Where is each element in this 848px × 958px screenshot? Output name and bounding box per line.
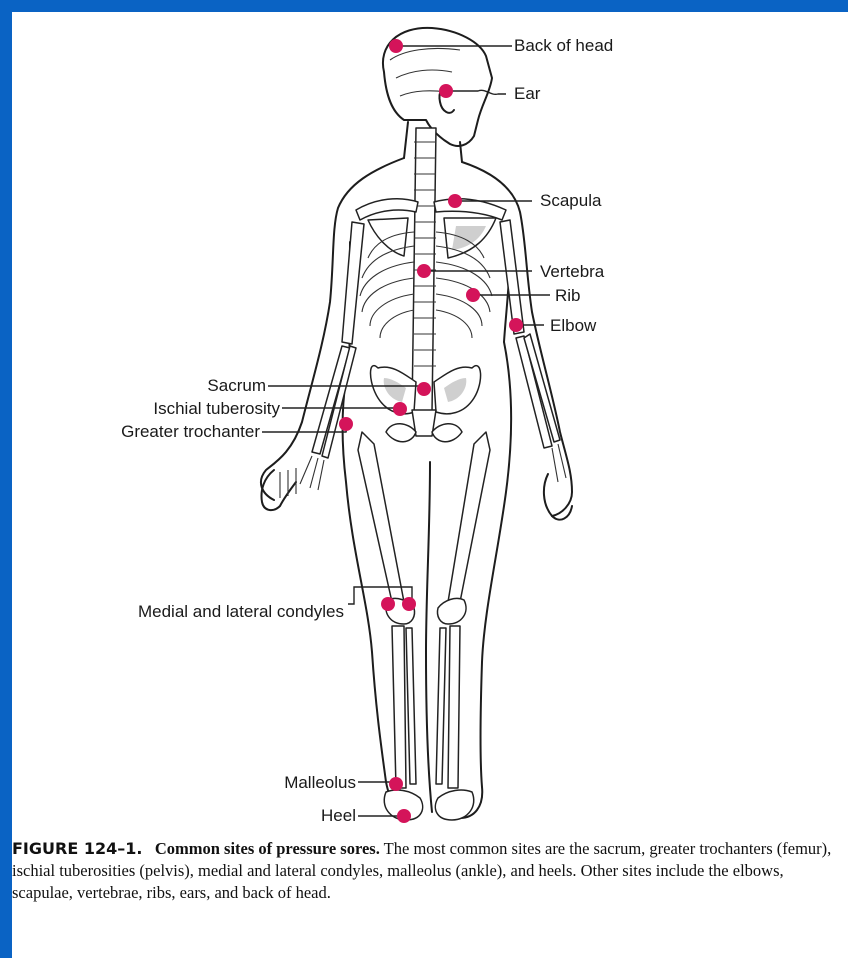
marker-rib (466, 288, 480, 302)
label-condyles: Medial and lateral condyles (32, 602, 344, 622)
marker-lateral-condyle (402, 597, 416, 611)
marker-vertebra (417, 264, 431, 278)
marker-ischial-tuberosity (393, 402, 407, 416)
marker-medial-condyle (381, 597, 395, 611)
figure-panel: Back of head Ear Scapula Vertebra Rib El… (12, 12, 848, 958)
caption-figure-label: FIGURE 124–1. (12, 839, 142, 858)
label-scapula: Scapula (540, 191, 601, 211)
label-back-of-head: Back of head (514, 36, 613, 56)
marker-heel (397, 809, 411, 823)
label-sacrum: Sacrum (112, 376, 266, 396)
marker-greater-trochanter (339, 417, 353, 431)
label-malleolus: Malleolus (212, 773, 356, 793)
label-ear: Ear (514, 84, 540, 104)
figure-caption: FIGURE 124–1. Common sites of pressure s… (12, 838, 848, 904)
label-greater-trochanter: Greater trochanter (52, 422, 260, 442)
label-elbow: Elbow (550, 316, 596, 336)
marker-sacrum (417, 382, 431, 396)
marker-back-of-head (389, 39, 403, 53)
label-heel: Heel (212, 806, 356, 826)
leader-ear (446, 90, 506, 94)
marker-elbow (509, 318, 523, 332)
label-rib: Rib (555, 286, 581, 306)
caption-title: Common sites of pressure sores. (155, 839, 380, 858)
skeleton (300, 128, 566, 820)
marker-malleolus (389, 777, 403, 791)
label-vertebra: Vertebra (540, 262, 604, 282)
marker-ear (439, 84, 453, 98)
marker-scapula (448, 194, 462, 208)
label-ischial-tuberosity: Ischial tuberosity (72, 399, 280, 419)
